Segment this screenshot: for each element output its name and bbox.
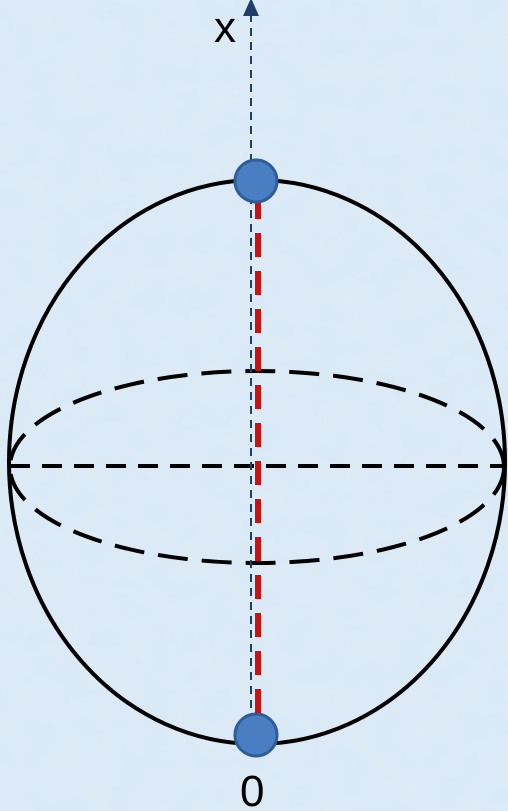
axis-label: x (214, 3, 236, 52)
top-point (233, 158, 279, 204)
origin-point (233, 712, 279, 758)
origin-label: 0 (240, 767, 264, 811)
